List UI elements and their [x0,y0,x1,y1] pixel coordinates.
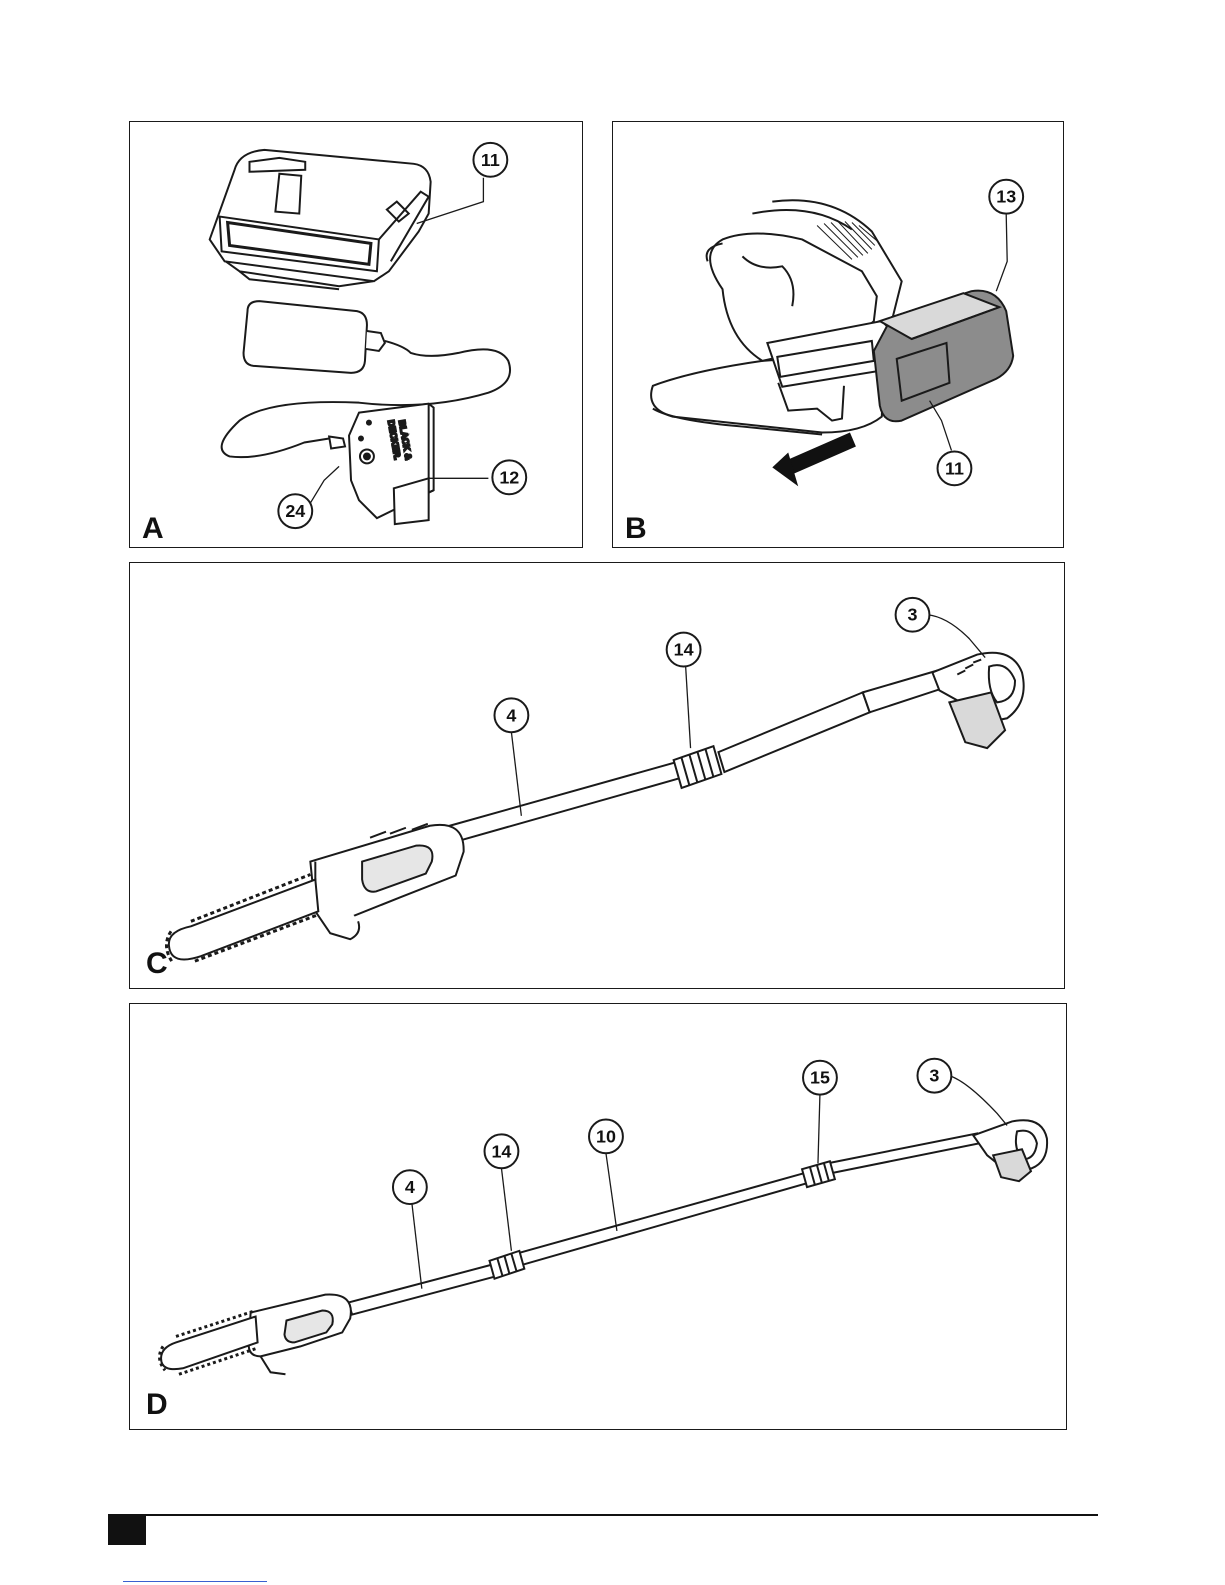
panel-d-letter: D [146,1390,168,1420]
callout-12-label: 12 [499,467,519,487]
callout-14-label: 14 [491,1141,511,1161]
footer-rule [108,1514,1098,1516]
figure-panel-d: 15 3 10 14 4 D [129,1003,1067,1430]
callout-11-label: 11 [481,150,500,170]
callout-13: 13 [989,180,1023,214]
callout-14-label: 14 [674,640,694,660]
panel-c-letter: C [146,949,168,979]
callout-4: 4 [494,698,528,732]
callout-14: 14 [667,633,701,667]
panel-a-letter: A [142,514,164,544]
callout-12: 12 [492,460,526,494]
rear-handle-icon [932,653,1023,748]
battery-pack-icon [210,150,431,289]
locking-collar-icon [674,746,722,788]
panel-b-letter: B [625,514,647,544]
pole-shaft-icon [348,1133,979,1314]
chain-bar-icon [166,875,318,964]
callout-11-label: 11 [945,458,964,478]
callout-11: 11 [473,143,507,177]
callout-3: 3 [896,598,930,632]
callout-11: 11 [938,451,972,485]
callout-4-label: 4 [506,705,516,725]
charger-base-icon: BLACK & DECKER. [349,404,434,524]
callout-14: 14 [485,1134,519,1168]
callout-10: 10 [589,1119,623,1153]
chain-bar-icon [160,1312,258,1375]
page-tab-marker [108,1515,146,1545]
locking-collar-14-icon [490,1251,525,1279]
callout-4: 4 [393,1170,427,1204]
battery-and-charger-illustration: BLACK & DECKER. 11 24 12 [130,122,582,547]
callout-10-label: 10 [596,1126,616,1146]
callout-3: 3 [917,1059,951,1093]
pole-saw-assembled-illustration: 3 14 4 [130,563,1064,988]
callout-3-label: 3 [908,605,918,625]
battery-insertion-illustration: 13 11 [613,122,1063,547]
pole-saw-extended-illustration: 15 3 10 14 4 [130,1004,1066,1429]
figure-panel-c: 3 14 4 C [129,562,1065,989]
saw-head-icon [249,1294,351,1374]
figure-panel-a: BLACK & DECKER. 11 24 12 A [129,121,583,548]
callout-3-label: 3 [929,1066,939,1086]
footer-link-underline [123,1581,267,1582]
callout-4-label: 4 [405,1177,415,1197]
insert-direction-arrow-icon [772,433,856,487]
callout-24: 24 [278,494,312,528]
callout-15-label: 15 [810,1068,830,1088]
callout-13-label: 13 [996,187,1016,207]
figure-panel-b: 13 11 B [612,121,1064,548]
locking-collar-15-icon [802,1161,835,1187]
saw-head-icon [310,824,463,939]
callout-24-label: 24 [285,501,305,521]
rear-handle-icon [973,1120,1047,1181]
callout-15: 15 [803,1061,837,1095]
